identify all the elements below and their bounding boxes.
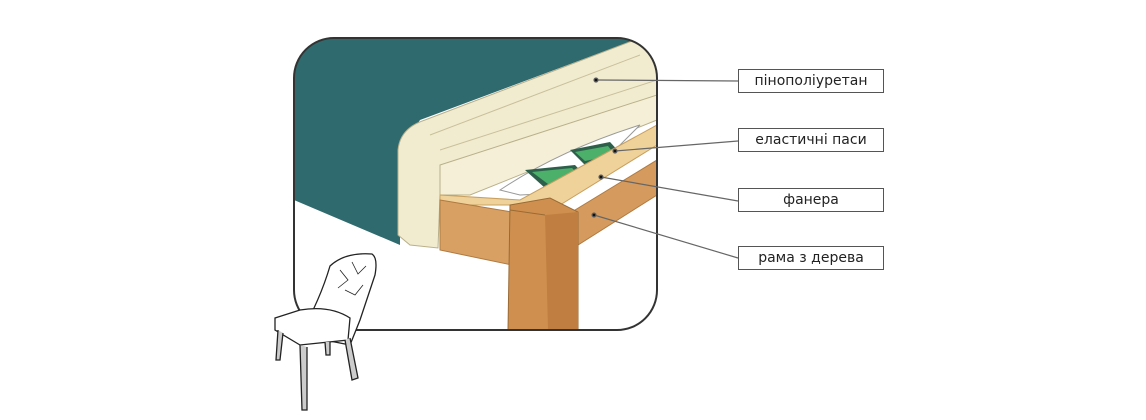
chair-icon <box>274 253 377 411</box>
label-wood-frame: рама з дерева <box>738 246 884 270</box>
fabric-upholstery <box>294 38 640 245</box>
label-foam: пінополіуретан <box>738 69 884 93</box>
detail-frame <box>293 37 658 331</box>
label-elastic-straps: еластичні паси <box>738 128 884 152</box>
label-plywood: фанера <box>738 188 884 212</box>
